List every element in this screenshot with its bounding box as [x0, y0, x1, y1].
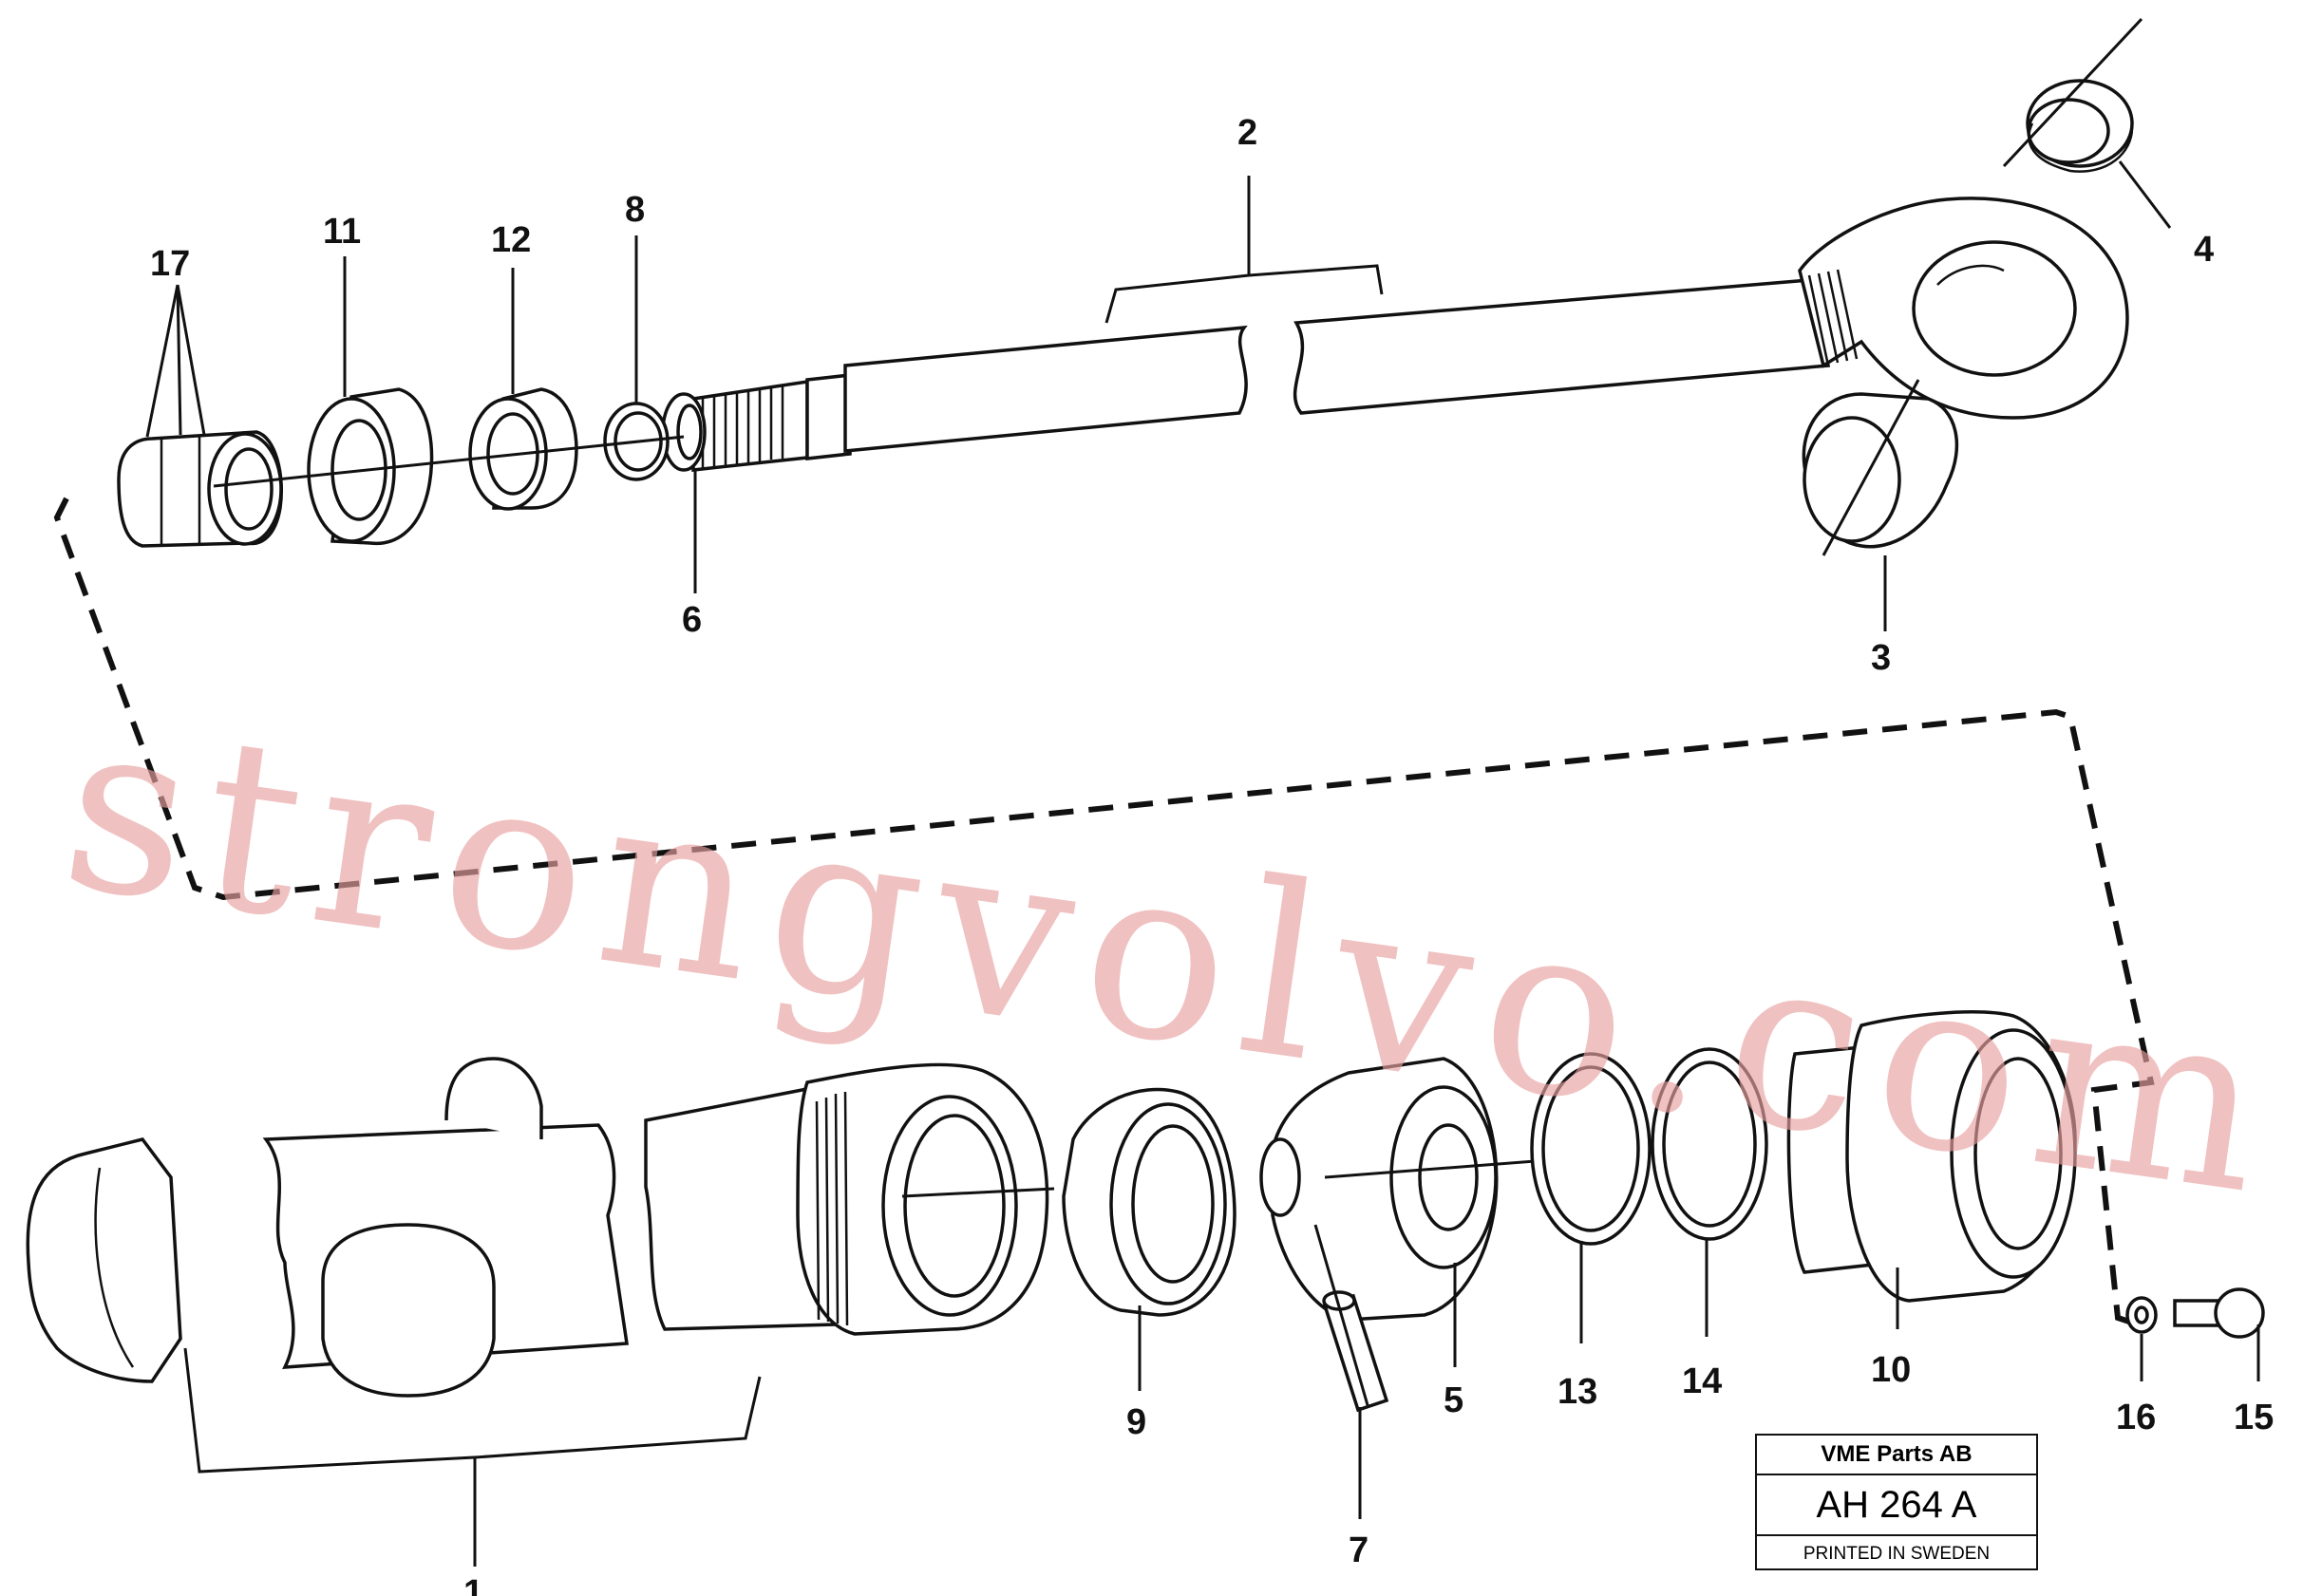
- callout-6: 6: [682, 600, 702, 640]
- callout-14: 14: [1682, 1361, 1722, 1401]
- callout-17: 17: [150, 244, 190, 284]
- washer-part-16: [2125, 1296, 2158, 1334]
- callout-15: 15: [2234, 1398, 2274, 1437]
- title-block: VME Parts AB AH 264 A PRINTED IN SWEDEN: [1755, 1434, 2038, 1570]
- ring-part-13: [1530, 1052, 1652, 1246]
- wiper-part-11: [307, 387, 434, 546]
- end-cap-part-10: [1786, 1010, 2077, 1303]
- ring-part-14: [1651, 1047, 1768, 1241]
- callout-5: 5: [1444, 1380, 1463, 1420]
- callout-10: 10: [1871, 1350, 1911, 1390]
- title-block-code: AH 264 A: [1757, 1475, 2036, 1536]
- title-block-company: VME Parts AB: [1757, 1436, 2036, 1475]
- callout-13: 13: [1557, 1372, 1597, 1412]
- callout-2: 2: [1237, 113, 1257, 153]
- bushing-part-4: [2026, 79, 2134, 173]
- callout-8: 8: [625, 190, 645, 230]
- callout-1: 1: [463, 1573, 483, 1596]
- assembly-guide-dashed-line: [53, 497, 2155, 1324]
- callout-4: 4: [2194, 230, 2214, 270]
- pin-part-7: [1322, 1290, 1389, 1413]
- seal-part-6: [661, 392, 707, 472]
- piston-part-5: [1259, 1057, 1499, 1322]
- callout-11: 11: [323, 212, 361, 252]
- callout-3: 3: [1871, 638, 1891, 678]
- seal-set-part-17: [117, 430, 283, 548]
- bushing-part-3: [1802, 392, 1959, 549]
- piston-rod: [691, 197, 2129, 472]
- leader-lines: [145, 160, 2260, 1567]
- callout-7: 7: [1349, 1530, 1369, 1570]
- cylinder-tube: [26, 1057, 1049, 1398]
- callout-16: 16: [2116, 1398, 2156, 1437]
- callout-9: 9: [1126, 1402, 1146, 1442]
- callout-12: 12: [491, 220, 531, 260]
- cylinder-head-part-9: [1062, 1087, 1237, 1317]
- title-block-printed: PRINTED IN SWEDEN: [1803, 1544, 1991, 1564]
- screw-part-15: [2173, 1287, 2265, 1339]
